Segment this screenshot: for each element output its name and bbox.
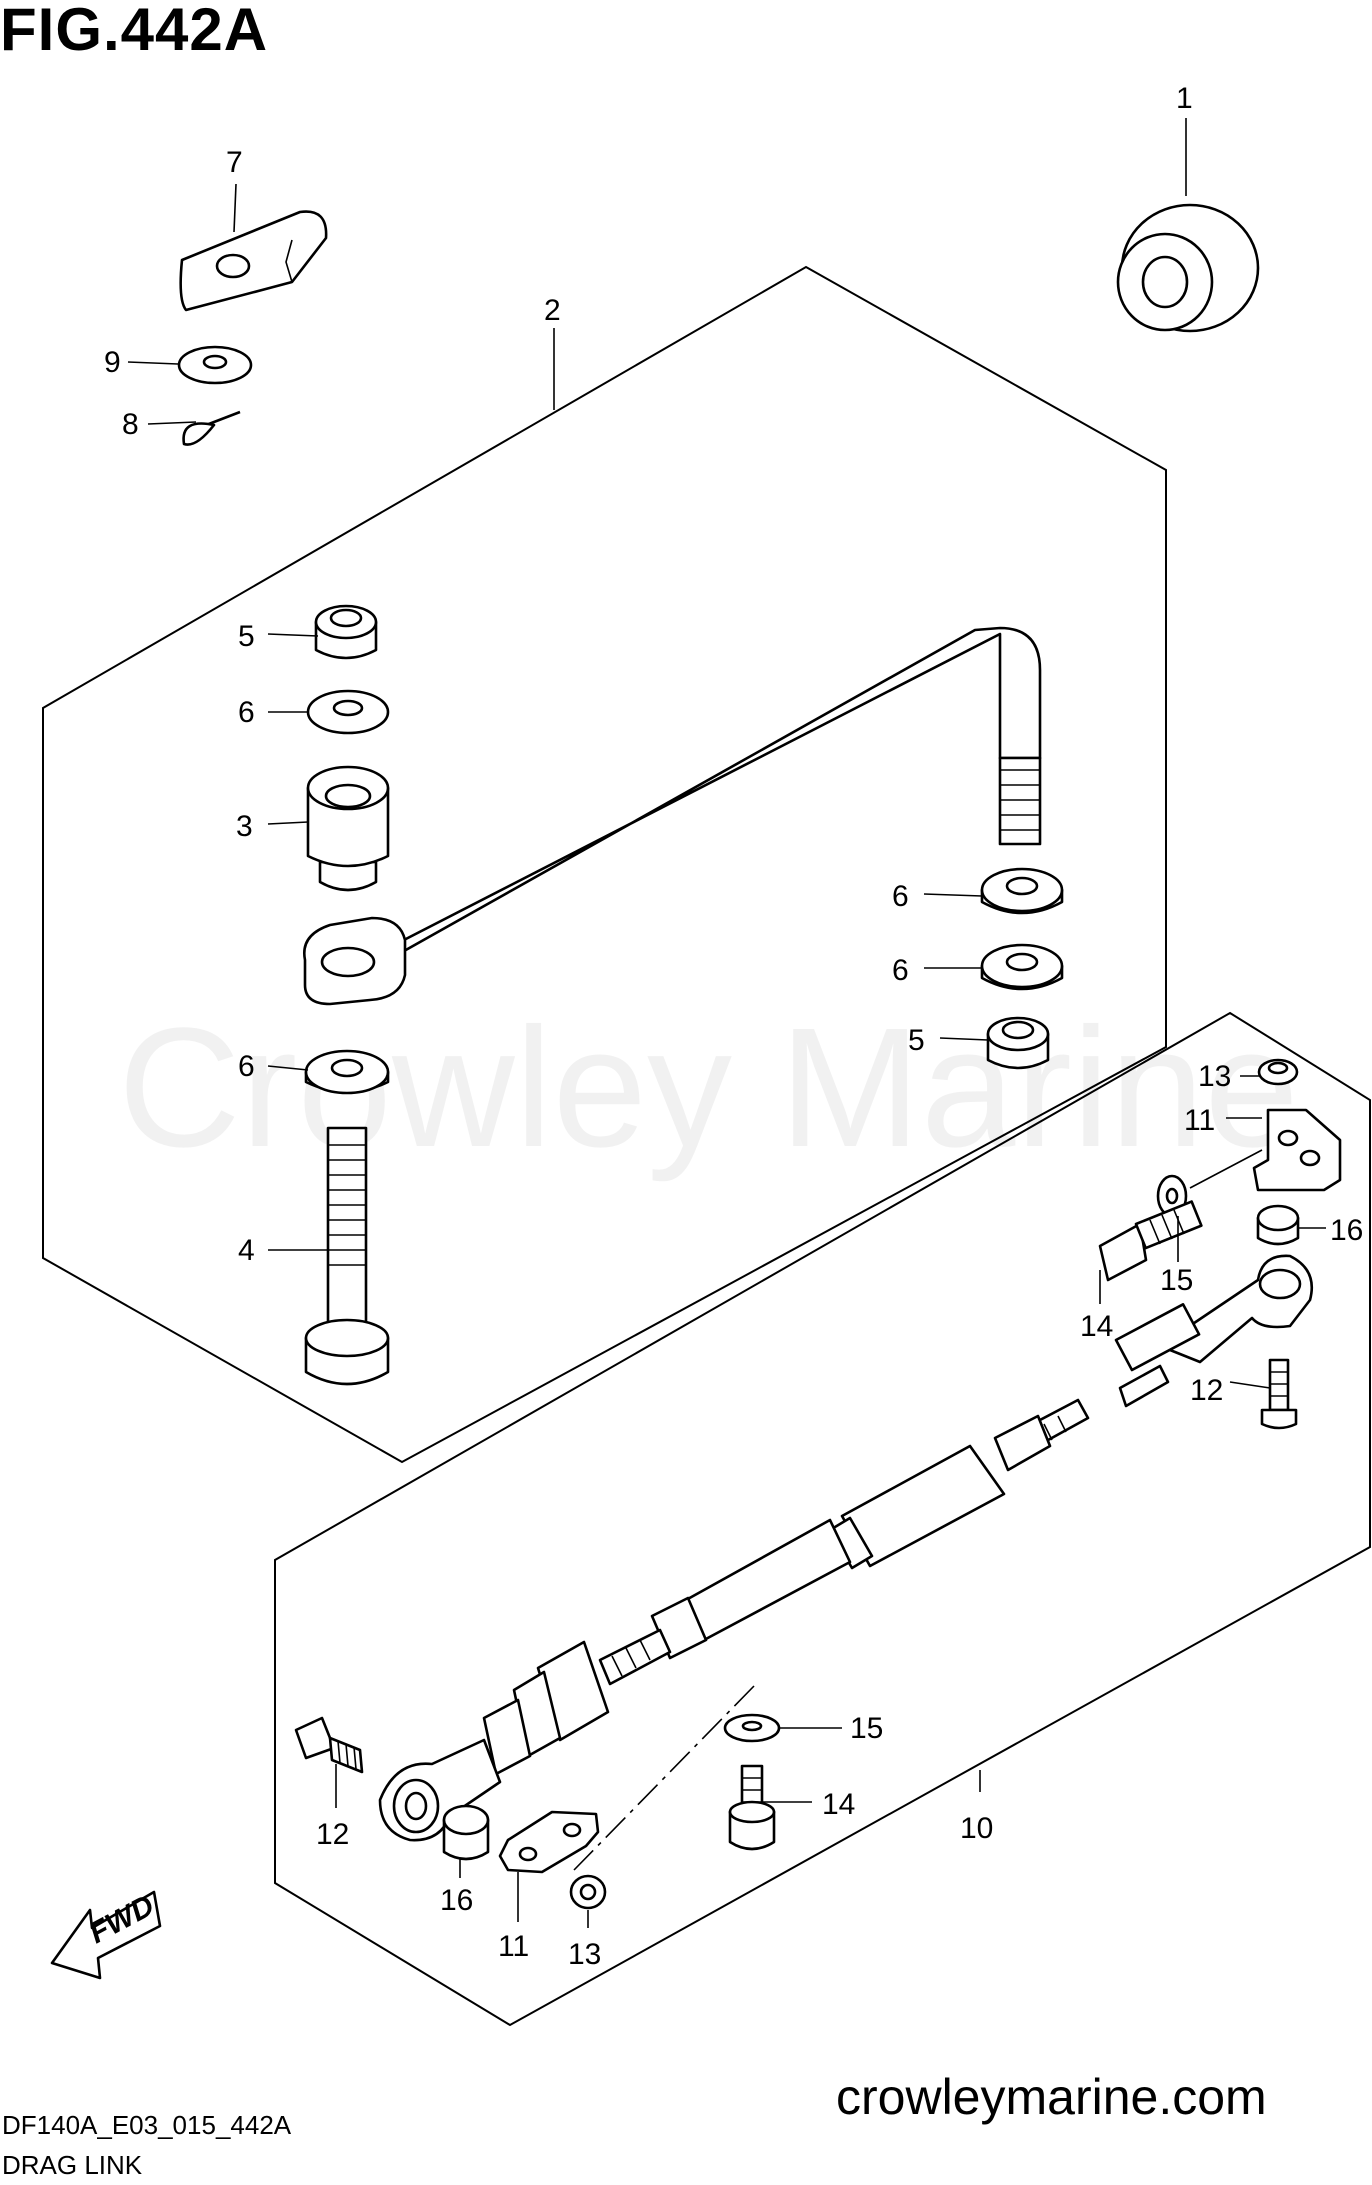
bracket-part-bottom [498, 1810, 600, 1874]
rod-bolt-part-right [1260, 1358, 1298, 1430]
callout-5-top: 5 [238, 620, 255, 653]
callout-12-left: 12 [316, 1818, 349, 1851]
callout-15-bottom: 15 [850, 1712, 883, 1745]
callout-11-bottom: 11 [498, 1930, 529, 1963]
diagram-caption: DRAG LINK [2, 2150, 143, 2180]
leader-lines [127, 118, 1326, 1928]
callout-13-top: 13 [1198, 1060, 1231, 1093]
callout-16-bottom: 16 [440, 1884, 473, 1917]
drag-link-rod-part [303, 626, 1042, 1006]
nut-part-top [314, 604, 378, 660]
small-nut-part-top [1257, 1058, 1299, 1086]
callout-6-left-lower: 6 [238, 1050, 255, 1083]
callout-6-right-lower: 6 [892, 954, 909, 987]
callout-8: 8 [122, 408, 139, 441]
callout-12-right: 12 [1190, 1374, 1223, 1407]
short-bolt-part-bottom [728, 1764, 776, 1851]
alignment-line [573, 1685, 755, 1871]
callout-2: 2 [544, 294, 561, 327]
rod-end-part-right [1114, 1254, 1314, 1408]
drag-link-group-outline [42, 265, 1167, 1464]
adjustable-rod-body [482, 1398, 1090, 1776]
website-label: crowleymarine.com [836, 2069, 1267, 2125]
washer-part-right-lower [980, 943, 1064, 991]
cotter-pin-part [182, 410, 241, 446]
small-washer-part-bottom [723, 1713, 781, 1743]
bolt-part [304, 1126, 390, 1386]
callout-9: 9 [104, 346, 121, 379]
callout-11-top: 11 [1184, 1104, 1215, 1137]
callout-7: 7 [226, 146, 243, 179]
rod-assembly-group-outline [274, 1011, 1371, 2027]
washer-part [177, 345, 253, 385]
diagram-code: DF140A_E03_015_442A [2, 2110, 292, 2140]
callout-4: 4 [238, 1234, 255, 1267]
rod-bolt-part-left [294, 1716, 364, 1774]
callout-6-right-upper: 6 [892, 880, 909, 913]
bracket-part-top [1252, 1108, 1342, 1192]
callout-16-top: 16 [1330, 1214, 1363, 1247]
callout-13-bottom: 13 [568, 1938, 601, 1971]
callout-3: 3 [236, 810, 253, 843]
spacer-part-left [442, 1804, 490, 1861]
fwd-direction-badge: FWD [50, 1889, 162, 1980]
callout-5-right: 5 [908, 1024, 925, 1057]
small-nut-part-bottom [569, 1874, 607, 1910]
callout-15-top: 15 [1160, 1264, 1193, 1297]
grommet-part [1116, 203, 1260, 333]
callout-10: 10 [960, 1812, 993, 1845]
nut-part-right [986, 1016, 1050, 1070]
washer-part-right-upper [980, 867, 1064, 915]
callout-1: 1 [1176, 82, 1193, 115]
link-end-part [179, 210, 328, 312]
spacer-part-top [1256, 1204, 1300, 1246]
callout-6-left-upper: 6 [238, 696, 255, 729]
callout-14-top: 14 [1080, 1310, 1113, 1343]
collar-part [306, 765, 390, 892]
figure-title: FIG.442A [0, 0, 269, 63]
watermark: Crowley Marine [118, 993, 1299, 1183]
callout-labels: 1 2 7 9 8 5 6 3 6 4 6 6 5 13 11 16 15 14… [104, 82, 1363, 1971]
callout-14-bottom: 14 [822, 1788, 855, 1821]
washer-part-left-upper [306, 689, 390, 735]
short-bolt-part-top [1098, 1200, 1203, 1282]
washer-part-left-lower [304, 1049, 390, 1095]
